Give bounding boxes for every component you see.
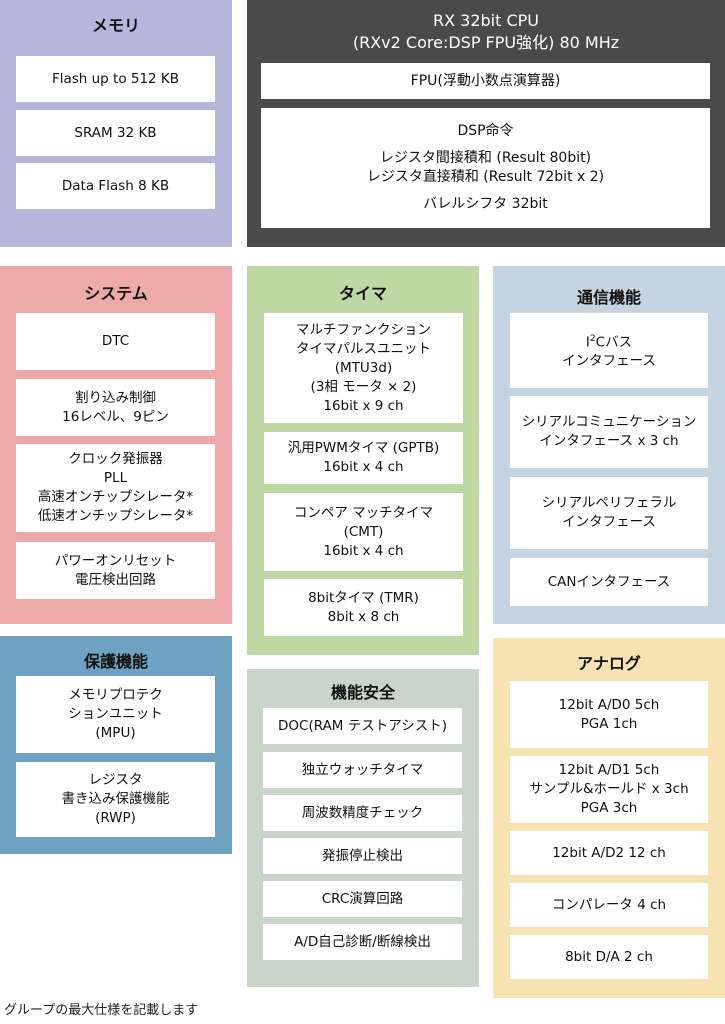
safety-item-wdt: 独立ウォッチタイマ [263, 752, 462, 788]
comm-title: 通信機能 [576, 288, 641, 307]
timer-item-cmt: コンペア マッチタイマ(CMT)16bit x 4 ch [264, 493, 463, 571]
protect-title: 保護機能 [83, 652, 148, 671]
system-title: システム [84, 284, 148, 303]
comm-panel: 通信機能 I2Cバス インタフェース シリアルコミュニケーションインタフェース … [493, 266, 725, 624]
cpu-dsp-box: DSP命令 レジスタ間接積和 (Result 80bit) レジスタ直接積和 (… [261, 108, 710, 228]
memory-item-sram: SRAM 32 KB [16, 110, 215, 156]
safety-item-osc: 発振停止検出 [263, 838, 462, 874]
analog-item-da: 8bit D/A 2 ch [510, 935, 708, 979]
cpu-panel: RX 32bit CPU (RXv2 Core:DSP FPU強化) 80 MH… [247, 0, 725, 247]
comm-item-can: CANインタフェース [510, 558, 708, 606]
cpu-fpu-box: FPU(浮動小数点演算器) [261, 63, 710, 99]
protect-panel: 保護機能 メモリプロテクションユニット(MPU) レジスタ書き込み保護機能(RW… [0, 636, 232, 854]
protect-item-rwp: レジスタ書き込み保護機能(RWP) [16, 762, 215, 837]
timer-panel: タイマ マルチファンクションタイマパルスユニット (MTU3d)(3相 モータ … [247, 266, 479, 655]
memory-item-flash: Flash up to 512 KB [16, 56, 215, 102]
footnote: グループの最大仕様を記載します [4, 1003, 199, 1018]
comm-item-sci: シリアルコミュニケーションインタフェース x 3 ch [510, 396, 708, 468]
memory-item-dataflash: Data Flash 8 KB [16, 163, 215, 209]
safety-item-crc: CRC演算回路 [263, 881, 462, 917]
memory-panel: メモリ Flash up to 512 KB SRAM 32 KB Data F… [0, 0, 232, 247]
timer-item-mtu: マルチファンクションタイマパルスユニット (MTU3d)(3相 モータ × 2)… [264, 313, 463, 423]
timer-item-gptb: 汎用PWMタイマ (GPTB)16bit x 4 ch [264, 432, 463, 484]
protect-item-mpu: メモリプロテクションユニット(MPU) [16, 676, 215, 753]
system-item-reset: パワーオンリセット電圧検出回路 [16, 542, 215, 599]
analog-title: アナログ [577, 654, 641, 673]
timer-item-tmr: 8bitタイマ (TMR)8bit x 8 ch [264, 579, 463, 636]
system-item-dtc: DTC [16, 313, 215, 370]
safety-item-freq: 周波数精度チェック [263, 795, 462, 831]
analog-item-ad2: 12bit A/D2 12 ch [510, 831, 708, 875]
safety-title: 機能安全 [330, 683, 395, 702]
cpu-title: RX 32bit CPU (RXv2 Core:DSP FPU強化) 80 MH… [352, 11, 620, 52]
comm-i2c-label: I2Cバス [585, 333, 633, 351]
safety-item-ad: A/D自己診断/断線検出 [263, 924, 462, 960]
analog-item-comparator: コンパレータ 4 ch [510, 883, 708, 927]
memory-title: メモリ [91, 16, 140, 35]
safety-item-doc: DOC(RAM テストアシスト) [263, 708, 462, 744]
comm-item-spi: シリアルペリフェラルインタフェース [510, 477, 708, 549]
safety-panel: 機能安全 DOC(RAM テストアシスト) 独立ウォッチタイマ 周波数精度チェッ… [247, 669, 479, 987]
comm-item-i2c: I2Cバス インタフェース [510, 313, 708, 388]
timer-title: タイマ [338, 284, 387, 303]
